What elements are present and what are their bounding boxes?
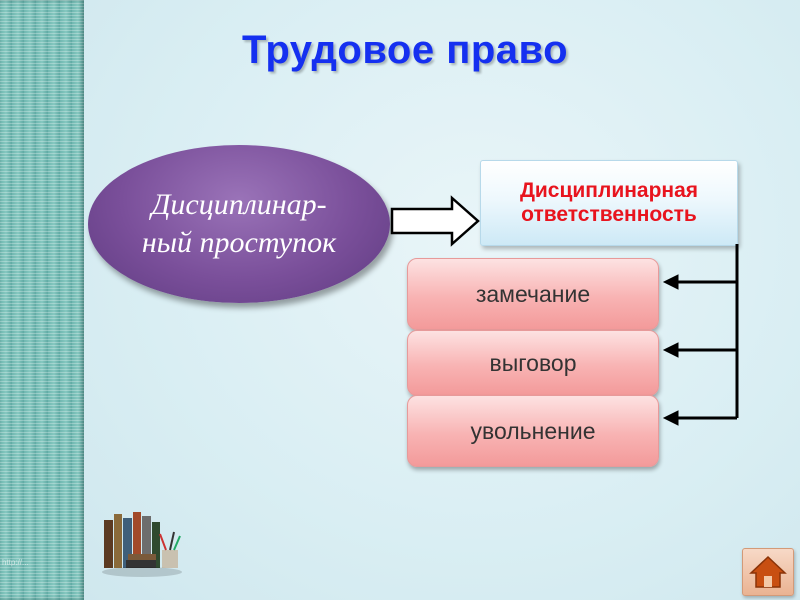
- home-button[interactable]: [742, 548, 794, 596]
- penalty-label: замечание: [475, 280, 591, 307]
- watermark: http://...: [2, 558, 29, 567]
- decorative-side-strip: [0, 0, 84, 600]
- books-illustration: [102, 512, 182, 577]
- target-node-box: Дисциплинарная ответственность: [480, 160, 738, 246]
- source-node-oval: Дисциплинар-ный проступок: [88, 145, 390, 303]
- penalty-label: увольнение: [470, 417, 596, 444]
- penalty-label: выговор: [489, 349, 577, 376]
- home-icon: [749, 555, 787, 588]
- slide-title: Трудовое право: [241, 28, 569, 72]
- penalty-item-zamechanie: замечание: [407, 258, 659, 330]
- penalty-item-uvolnenie: увольнение: [407, 395, 659, 467]
- penalty-item-vygovor: выговор: [407, 330, 659, 396]
- source-node-label: Дисциплинар-ный проступок: [141, 188, 337, 259]
- target-node-label: Дисциплинарная ответственность: [519, 179, 699, 226]
